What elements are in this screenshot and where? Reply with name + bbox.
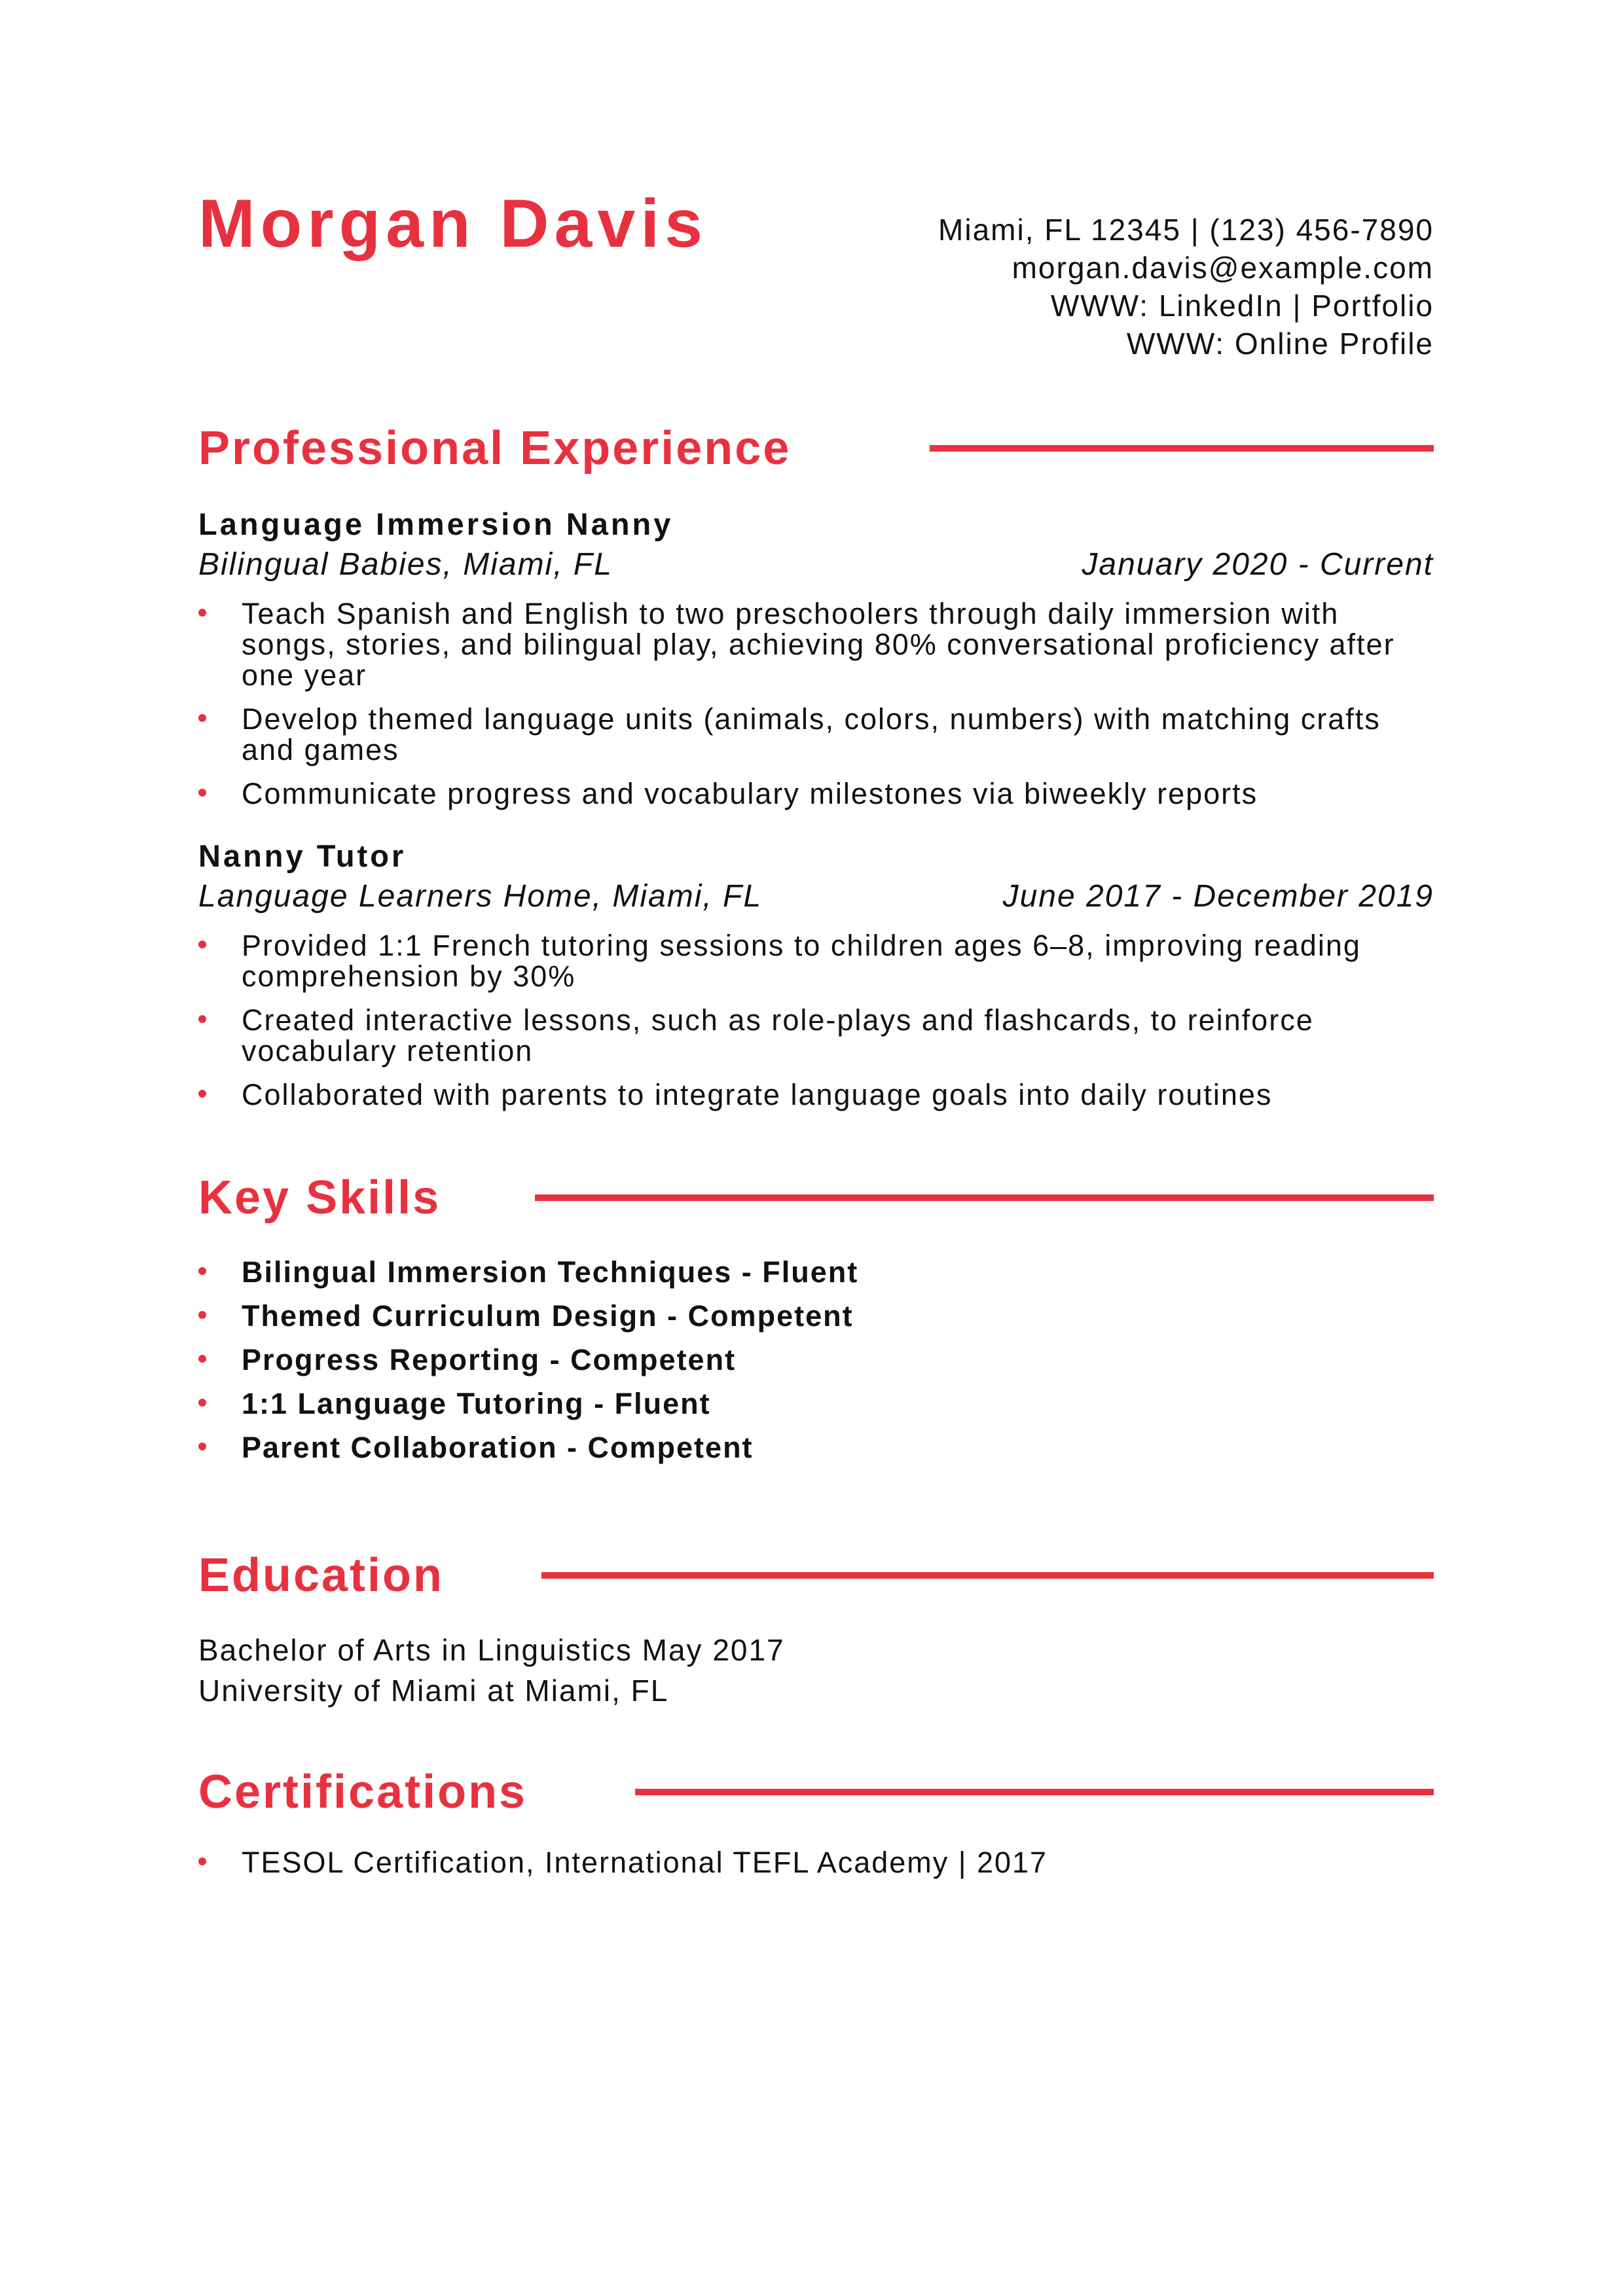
- skill-item: Bilingual Immersion Techniques - Fluent: [198, 1257, 1434, 1287]
- bullet-dot-icon: [198, 609, 206, 617]
- bullet-text: Teach Spanish and English to two prescho…: [242, 597, 1395, 692]
- skill-text: Themed Curriculum Design - Competent: [242, 1299, 854, 1333]
- job-dates: June 2017 - December 2019: [1002, 879, 1434, 914]
- experience-title: Professional Experience: [198, 422, 792, 475]
- skill-item: Progress Reporting - Competent: [198, 1344, 1434, 1375]
- job-bullets: Teach Spanish and English to two prescho…: [198, 598, 1434, 809]
- candidate-name: Morgan Davis: [198, 186, 708, 262]
- skills-title: Key Skills: [198, 1172, 441, 1224]
- list-item: Provided 1:1 French tutoring sessions to…: [198, 930, 1434, 992]
- job-company: Language Learners Home, Miami, FL: [198, 879, 763, 914]
- experience-heading: Professional Experience: [198, 419, 1434, 478]
- contact-block: Miami, FL 12345 | (123) 456-7890 morgan.…: [938, 211, 1434, 363]
- education-title: Education: [198, 1549, 445, 1602]
- skill-item: Themed Curriculum Design - Competent: [198, 1300, 1434, 1331]
- web-links: WWW: LinkedIn | Portfolio: [1050, 289, 1434, 323]
- bullet-text: Develop themed language units (animals, …: [242, 702, 1381, 766]
- certification-text: TESOL Certification, International TEFL …: [242, 1846, 1048, 1879]
- bullet-dot-icon: [198, 789, 206, 797]
- experience-divider: [930, 445, 1434, 452]
- bullet-dot-icon: [198, 1399, 206, 1407]
- certifications-divider: [635, 1789, 1434, 1795]
- bullet-text: Provided 1:1 French tutoring sessions to…: [242, 929, 1361, 993]
- skill-text: Parent Collaboration - Competent: [242, 1431, 754, 1464]
- job-title: Language Immersion Nanny: [198, 507, 674, 541]
- education-heading: Education: [198, 1546, 1434, 1605]
- bullet-dot-icon: [198, 1311, 206, 1319]
- skill-item: Parent Collaboration - Competent: [198, 1432, 1434, 1463]
- bullet-text: Communicate progress and vocabulary mile…: [242, 777, 1258, 810]
- job-entry: Nanny Tutor Language Learners Home, Miam…: [198, 836, 1434, 1110]
- job-meta: Bilingual Babies, Miami, FL January 2020…: [198, 545, 1434, 585]
- list-item: Communicate progress and vocabulary mile…: [198, 778, 1434, 809]
- bullet-dot-icon: [198, 1267, 206, 1275]
- job-title: Nanny Tutor: [198, 838, 407, 873]
- education-divider: [541, 1572, 1434, 1579]
- job-meta: Language Learners Home, Miami, FL June 2…: [198, 876, 1434, 917]
- skills-list: Bilingual Immersion Techniques - Fluent …: [198, 1244, 1434, 1463]
- school-line: University of Miami at Miami, FL: [198, 1674, 669, 1708]
- job-dates: January 2020 - Current: [1082, 547, 1434, 582]
- bullet-text: Created interactive lessons, such as rol…: [242, 1003, 1314, 1067]
- bullet-dot-icon: [198, 1090, 206, 1098]
- bullet-dot-icon: [198, 1015, 206, 1023]
- list-item: Created interactive lessons, such as rol…: [198, 1005, 1434, 1066]
- address-phone: Miami, FL 12345 | (123) 456-7890: [938, 213, 1434, 247]
- education-block: Bachelor of Arts in Linguistics May 2017…: [198, 1630, 785, 1711]
- job-entry: Language Immersion Nanny Bilingual Babie…: [198, 504, 1434, 809]
- skill-text: Progress Reporting - Competent: [242, 1343, 737, 1376]
- bullet-dot-icon: [198, 1857, 206, 1865]
- skill-item: 1:1 Language Tutoring - Fluent: [198, 1388, 1434, 1419]
- skill-text: 1:1 Language Tutoring - Fluent: [242, 1387, 711, 1420]
- certifications-title: Certifications: [198, 1766, 528, 1818]
- bullet-dot-icon: [198, 1355, 206, 1363]
- job-company: Bilingual Babies, Miami, FL: [198, 547, 613, 582]
- certifications-heading: Certifications: [198, 1763, 1434, 1821]
- skills-divider: [535, 1194, 1434, 1201]
- certifications-list: TESOL Certification, International TEFL …: [198, 1834, 1434, 1878]
- list-item: Collaborated with parents to integrate l…: [198, 1079, 1434, 1110]
- online-profile: WWW: Online Profile: [1126, 327, 1434, 361]
- list-item: Teach Spanish and English to two prescho…: [198, 598, 1434, 691]
- bullet-text: Collaborated with parents to integrate l…: [242, 1078, 1273, 1111]
- list-item: Develop themed language units (animals, …: [198, 704, 1434, 765]
- skill-text: Bilingual Immersion Techniques - Fluent: [242, 1255, 859, 1289]
- bullet-dot-icon: [198, 714, 206, 722]
- email-address: morgan.davis@example.com: [1012, 251, 1434, 285]
- list-item: TESOL Certification, International TEFL …: [198, 1847, 1434, 1878]
- bullet-dot-icon: [198, 1443, 206, 1450]
- degree-line: Bachelor of Arts in Linguistics May 2017: [198, 1633, 785, 1667]
- bullet-dot-icon: [198, 941, 206, 948]
- skills-heading: Key Skills: [198, 1168, 1434, 1227]
- job-bullets: Provided 1:1 French tutoring sessions to…: [198, 930, 1434, 1110]
